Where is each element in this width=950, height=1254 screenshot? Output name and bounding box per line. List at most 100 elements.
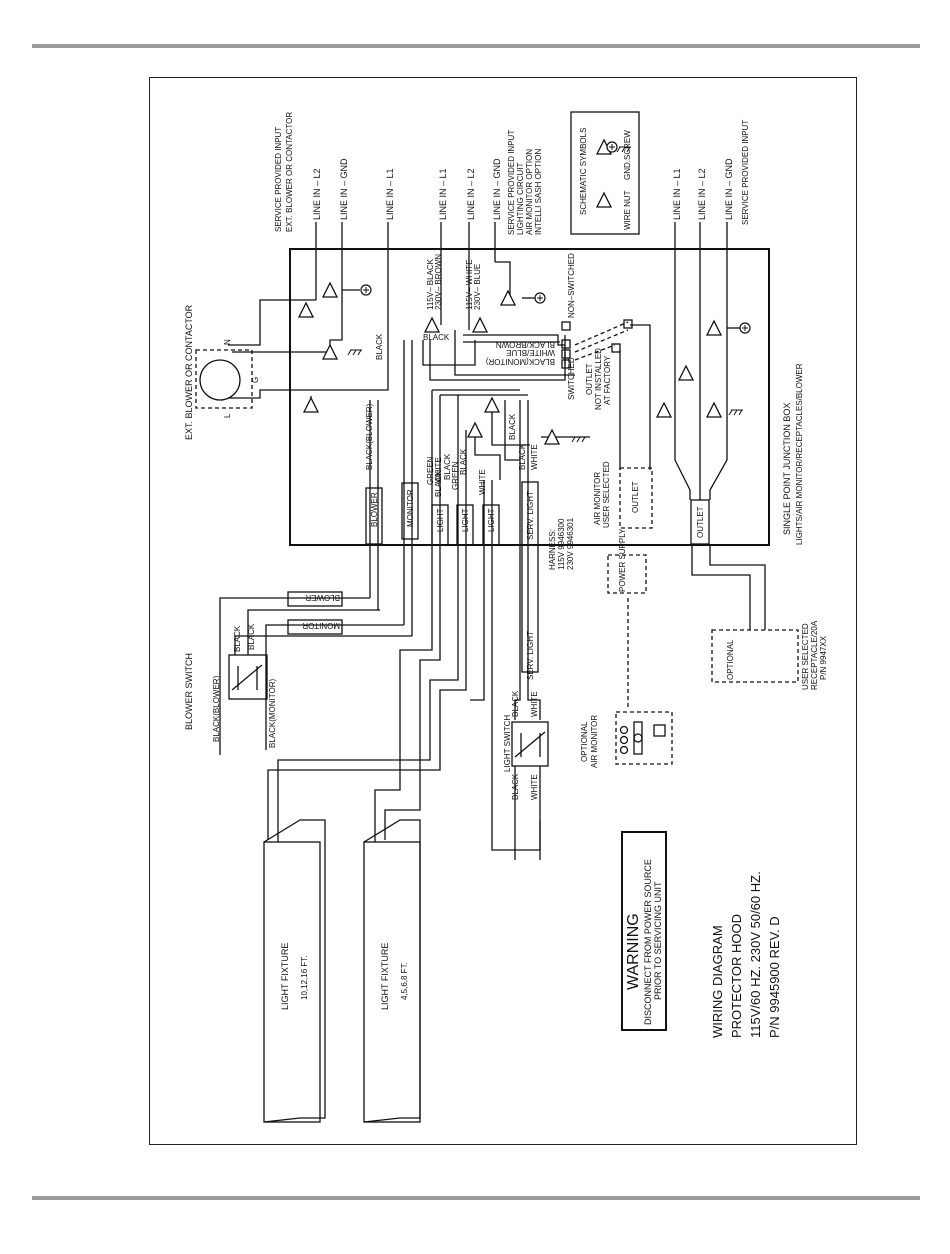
top-rule [32, 44, 920, 48]
label: BLACK [423, 333, 450, 342]
label: WHITE/BLUE [506, 348, 555, 357]
label: AIR MONITOR [590, 715, 599, 768]
label: GREEN [451, 461, 460, 490]
label: LIGHT [436, 508, 445, 532]
label: BLACK [511, 773, 520, 800]
label: AT FACTORY [603, 355, 612, 405]
label: WIRE NUT [623, 190, 632, 230]
label: WHITE [434, 457, 443, 483]
label: BLACK(MONITOR) [268, 678, 277, 748]
label: N [223, 339, 232, 345]
diagram-frame [149, 77, 857, 1145]
label: BLACK [508, 413, 517, 440]
label: 230V– BLUE [473, 264, 482, 310]
label: NON–SWITCHED [567, 253, 576, 318]
label: BLACK(BLOWER) [365, 403, 374, 470]
label: LINE IN – L2 [312, 168, 322, 220]
label: BLACK [443, 453, 452, 480]
label: MONITOR [302, 621, 340, 630]
label: LINE IN – L1 [438, 168, 448, 220]
label: WHITE [530, 774, 539, 800]
label: SERVICE PROVIDED INPUT [507, 130, 516, 235]
label: WHITE [478, 469, 487, 495]
label: LIGHT FIXTURE [380, 943, 390, 1010]
label: 230V– BROWN [434, 254, 443, 310]
diagram-title: WIRING DIAGRAM [710, 925, 725, 1038]
label: USER SELECTED [801, 623, 810, 690]
junction-box [289, 248, 770, 546]
label: BLACK(BLOWER) [212, 675, 221, 742]
label: BLACK [518, 443, 527, 470]
label: SCHEMATIC SYMBOLS [579, 128, 588, 215]
label: LINE IN – GND [724, 158, 734, 220]
label: SERV. LIGHT [526, 631, 535, 680]
label: NOT INSTALLED [594, 348, 603, 410]
label: BLOWER SWITCH [184, 653, 194, 730]
label: AIR MONITOR OPTION [525, 149, 534, 235]
label: MONITOR [406, 489, 415, 527]
warning-text: PRIOR TO SERVICING UNIT [653, 881, 663, 1000]
outlet-wiring [463, 324, 766, 630]
label: BLACK [434, 470, 443, 497]
label: EXT. BLOWER OR CONTACTOR [285, 112, 294, 232]
diagram-subtitle: PROTECTOR HOOD [729, 914, 744, 1038]
ground-symbols [342, 141, 751, 443]
warning-text: DISCONNECT FROM POWER SOURCE [643, 859, 653, 1025]
label: LIGHT FIXTURE [280, 943, 290, 1010]
light-wiring [267, 330, 575, 851]
label: BLOWER [305, 593, 340, 602]
label: 4,5,6,8 FT. [400, 962, 409, 1000]
label: OUTLET [585, 363, 594, 395]
label: 115V– BLACK [426, 258, 435, 310]
label: GND.SCREW [623, 130, 632, 180]
label: 230V 9946301 [566, 517, 575, 570]
label: WHITE [530, 691, 539, 717]
label: G [251, 377, 260, 383]
label: LINE IN – L2 [697, 168, 707, 220]
text-layer: SERVICE PROVIDED INPUT EXT. BLOWER OR CO… [184, 112, 828, 1038]
label: WHITE [530, 444, 539, 470]
label: GREEN [426, 456, 435, 485]
harness-boxes [287, 319, 799, 683]
air-monitor [615, 711, 673, 765]
diagram-subtitle: 115V/60 HZ. 230V 50/60 HZ. [748, 871, 763, 1038]
label: HARNESS: [548, 529, 557, 570]
label: INTELLI SASH OPTION [534, 149, 543, 235]
label: LINE IN – GND [492, 158, 502, 220]
label: OUTLET [696, 506, 705, 538]
label: LIGHTS/AIR MONITOR/RECEPTACLES/BLOWER [795, 363, 804, 545]
label: 115V 9946300 [557, 518, 566, 570]
label: LIGHTING CIRCUIT [516, 162, 525, 235]
label: SINGLE POINT JUNCTION BOX [782, 403, 792, 535]
label: AIR MONITOR [593, 472, 602, 525]
label: LINE IN – L2 [466, 168, 476, 220]
label: OUTLET [631, 481, 640, 513]
label: RECEPTACLE/20A [810, 620, 819, 690]
bottom-rule [32, 1196, 920, 1200]
label: BLOWER [370, 492, 379, 527]
label: P/N 9947XX [819, 635, 828, 680]
label: LINE IN – L1 [672, 168, 682, 220]
warning-box [621, 831, 667, 1031]
label: SERVICE PROVIDED INPUT [274, 127, 283, 232]
label: LINE IN – GND [339, 158, 349, 220]
schematic-symbols-box [570, 111, 640, 235]
label: LIGHT [461, 508, 470, 532]
label: LIGHT [487, 508, 496, 532]
label: BLACK [511, 690, 520, 717]
label: BLACK(MONITOR) [485, 357, 555, 366]
label: LINE IN – L1 [385, 168, 395, 220]
label: SERV. LIGHT [526, 491, 535, 540]
switches [219, 654, 549, 860]
label: SWITCHED [567, 357, 576, 400]
blower-motor [195, 349, 253, 409]
label: OPTIONAL [580, 721, 589, 762]
label: L [223, 413, 232, 418]
light-fixtures [263, 819, 421, 1123]
label: USER SELECTED [602, 461, 611, 528]
label: EXT. BLOWER OR CONTACTOR [184, 304, 194, 440]
label: OPTIONAL [726, 639, 735, 680]
label: 115V– WHITE [465, 259, 474, 310]
warning-title: WARNING [625, 913, 642, 990]
